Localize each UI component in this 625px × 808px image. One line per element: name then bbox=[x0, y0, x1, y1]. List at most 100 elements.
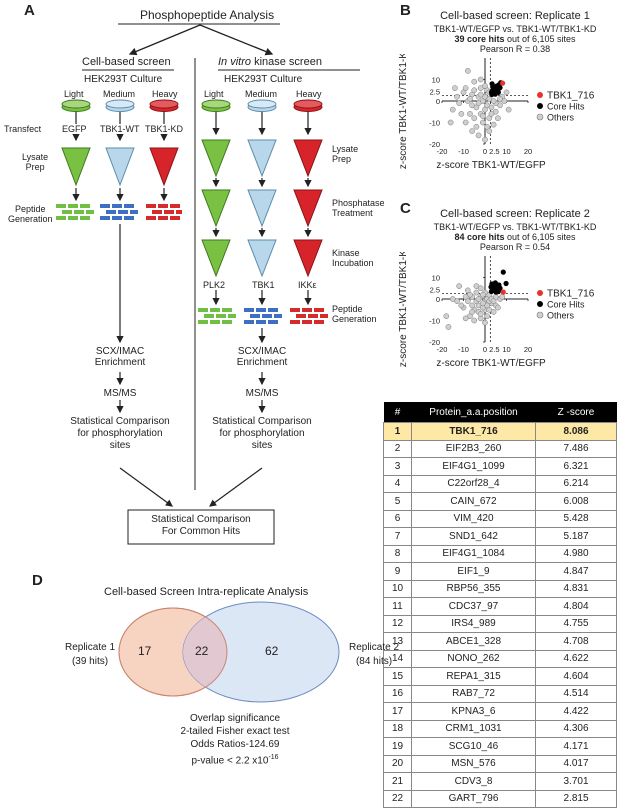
cell-zscore: 4.306 bbox=[535, 719, 617, 738]
cell-zscore: 4.831 bbox=[535, 579, 617, 598]
cell-protein: C22orf28_4 bbox=[411, 474, 536, 493]
point-other bbox=[499, 294, 506, 300]
y-tick-label: -20 bbox=[429, 338, 440, 347]
legend-marker bbox=[536, 113, 544, 121]
legend-marker bbox=[536, 311, 544, 319]
panel-b-title: Cell-based screen: Replicate 1 bbox=[440, 10, 590, 22]
medium-label-left: Medium bbox=[103, 89, 136, 99]
point-other bbox=[488, 111, 495, 117]
cell-protein: IRS4_989 bbox=[411, 614, 536, 633]
phosphatase-triangle-blue bbox=[247, 189, 277, 228]
ikke-label: IKKε bbox=[298, 280, 317, 290]
y-tick-label: 2.5 bbox=[430, 286, 440, 295]
scx-imac-left: SCX/IMAC Enrichment bbox=[85, 346, 155, 368]
point-other bbox=[505, 106, 512, 113]
cell-zscore: 7.486 bbox=[535, 439, 617, 458]
cell-rank: 16 bbox=[383, 684, 412, 703]
point-core-hit bbox=[500, 269, 506, 275]
cell-protein: CDV3_8 bbox=[411, 772, 536, 791]
point-other bbox=[503, 89, 510, 96]
in-vitro-title: In vitro kinase screen bbox=[218, 56, 322, 68]
lysate-prep-label-right: Lysate Prep bbox=[332, 144, 359, 164]
panel-b-subtitle: TBK1-WT/EGFP vs. TBK1-WT/TBK1-KD bbox=[433, 24, 597, 34]
cell-protein: SCG10_46 bbox=[411, 737, 536, 756]
y-axis-label: z-score TBK1-WT/TBK1-KD bbox=[398, 54, 409, 169]
panel-c-letter: C bbox=[400, 200, 411, 217]
point-other bbox=[469, 102, 475, 109]
phosphatase-triangle-green bbox=[201, 189, 231, 228]
point-other bbox=[447, 119, 454, 126]
cell-rank: 6 bbox=[383, 509, 412, 528]
y-tick-label: 2.5 bbox=[430, 88, 440, 97]
cell-zscore: 6.321 bbox=[535, 457, 617, 476]
cell-rank: 18 bbox=[383, 719, 412, 738]
point-tbk1-716 bbox=[500, 80, 506, 86]
point-other bbox=[456, 283, 463, 289]
point-other bbox=[480, 291, 486, 298]
cell-rank: 21 bbox=[383, 772, 412, 791]
point-other bbox=[477, 311, 484, 317]
lysate-triangle-blue-left bbox=[105, 147, 135, 187]
cell-rank: 15 bbox=[383, 667, 412, 686]
point-core-hit bbox=[495, 89, 501, 95]
cell-protein: SND1_642 bbox=[411, 527, 536, 546]
legend-label: Others bbox=[547, 311, 575, 321]
x-tick-label: 20 bbox=[524, 147, 532, 156]
dish-heavy-right bbox=[293, 99, 323, 112]
x-tick-label: 0 bbox=[483, 345, 487, 354]
peptides-red-left bbox=[146, 204, 182, 220]
plk2-label: PLK2 bbox=[203, 280, 226, 290]
dish-heavy-left bbox=[149, 99, 179, 112]
cell-protein: CRM1_1031 bbox=[411, 719, 536, 738]
scx-imac-right: SCX/IMAC Enrichment bbox=[227, 346, 297, 368]
cell-protein: CAIN_672 bbox=[411, 492, 536, 511]
peptides-red-right bbox=[290, 308, 328, 324]
cell-rank: 3 bbox=[383, 457, 412, 476]
cell-rank: 22 bbox=[383, 789, 412, 808]
dish-medium-left bbox=[105, 99, 135, 112]
transfect-label: Transfect bbox=[4, 124, 42, 134]
point-other bbox=[449, 296, 456, 302]
cell-zscore: 3.701 bbox=[535, 772, 617, 791]
point-other bbox=[462, 315, 469, 322]
point-other bbox=[452, 85, 458, 91]
point-other bbox=[471, 78, 478, 85]
legend-label: Others bbox=[547, 113, 575, 123]
point-other bbox=[462, 85, 469, 91]
y-tick-label: -20 bbox=[429, 140, 440, 149]
legend-marker bbox=[537, 301, 543, 307]
cell-zscore: 4.604 bbox=[535, 667, 617, 686]
tbk1-wt-label: TBK1-WT bbox=[100, 124, 140, 134]
culture-label-right: HEK293T Culture bbox=[224, 74, 303, 85]
legend-label: Core Hits bbox=[547, 102, 585, 112]
cell-based-title: Cell-based screen bbox=[82, 56, 171, 68]
x-axis-label: z-score TBK1-WT/EGFP bbox=[436, 160, 546, 171]
panel-c-title: Cell-based screen: Replicate 2 bbox=[440, 208, 590, 220]
point-other bbox=[480, 119, 486, 126]
kinase-triangle-green bbox=[201, 239, 231, 278]
lysate-prep-label-left: Lysate Prep bbox=[22, 152, 49, 172]
point-other bbox=[477, 285, 484, 292]
point-other bbox=[473, 123, 480, 130]
cell-protein: ABCE1_328 bbox=[411, 632, 536, 651]
y-tick-label: -10 bbox=[429, 317, 440, 326]
legend-label: TBK1_716 bbox=[547, 91, 595, 102]
y-tick-label: -10 bbox=[429, 119, 440, 128]
panel-a-title: Phosphopeptide Analysis bbox=[140, 8, 275, 22]
sig-line-1: Overlap significance bbox=[189, 713, 281, 724]
point-other bbox=[484, 123, 491, 130]
x-tick-label: -10 bbox=[458, 345, 469, 354]
common-hits-box bbox=[127, 509, 275, 545]
replicate-1-hits: (39 hits) bbox=[71, 656, 109, 667]
cell-rank: 4 bbox=[383, 474, 412, 493]
